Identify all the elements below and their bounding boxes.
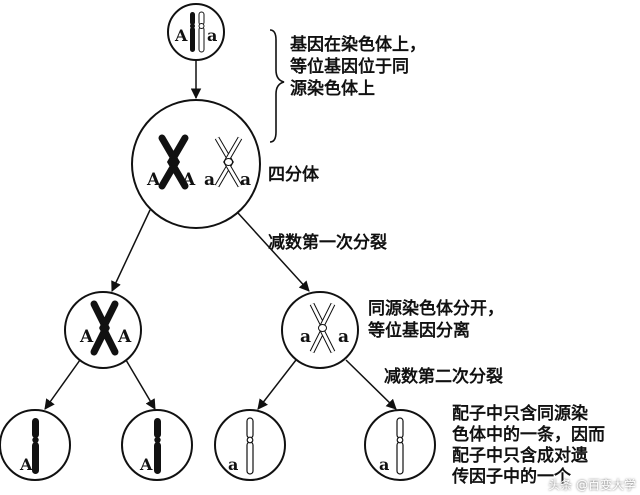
parent-chromosome-pair (190, 11, 205, 53)
allele-gamete-1: A (19, 455, 33, 474)
daughter-cell-right (281, 291, 359, 369)
allele-parent-recessive: a (207, 26, 217, 45)
chromosome-recessive (198, 11, 205, 53)
allele-tetrad-dominant-1: A (146, 170, 161, 190)
allele-left-2: A (117, 327, 132, 347)
allele-tetrad-dominant-2: A (181, 170, 196, 190)
daughter-right-chromosome (309, 302, 336, 354)
arrow-tetrad-to-left (111, 209, 151, 292)
allele-gamete-4: a (379, 455, 389, 474)
allele-gamete-2: A (139, 455, 153, 474)
tetrad-chromosome-dominant (158, 134, 189, 190)
tetrad-chromosome-recessive (214, 136, 243, 188)
arrow-left-to-gamete1 (44, 359, 81, 410)
gamete-1-chromosome (32, 418, 39, 474)
allele-right-2: a (338, 327, 349, 347)
allele-right-1: a (300, 327, 311, 347)
chromosome-dominant (190, 12, 195, 52)
allele-parent-dominant: A (174, 26, 188, 45)
gamete-cell-3 (214, 409, 286, 481)
label-meiosis-1: 减数第一次分裂 (268, 233, 387, 253)
daughter-cell-left (64, 291, 142, 369)
label-gene-on-chromosome: 基因在染色体上， 等位基因位于同 源染色体上 (290, 35, 426, 99)
arrow-right-to-gamete4 (345, 359, 397, 410)
daughter-left-chromosome (90, 300, 119, 356)
label-meiosis-2: 减数第二次分裂 (384, 367, 503, 387)
gamete-cell-1 (0, 409, 71, 481)
allele-tetrad-recessive-1: a (204, 170, 215, 190)
label-homologs-separate: 同源染色体分开， 等位基因分离 (368, 299, 504, 341)
gamete-cell-4 (364, 409, 436, 481)
allele-tetrad-recessive-2: a (240, 170, 251, 190)
arrow-tetrad-to-right (237, 212, 310, 292)
gamete-4-chromosome (396, 417, 404, 475)
watermark: 头条 @百变大学 (548, 478, 636, 492)
label-gamete-note: 配子中只含同源染 色体中的一条，因而 配子中只含成对遗 传因子中的一个 (452, 404, 605, 487)
allele-gamete-3: a (228, 455, 238, 474)
gamete-2-chromosome (154, 418, 161, 474)
arrow-right-to-gamete3 (257, 359, 297, 410)
brace (269, 29, 285, 143)
gamete-cell-2 (121, 409, 193, 481)
label-tetrad: 四分体 (268, 165, 319, 185)
tetrad-cell (131, 99, 261, 229)
gamete-3-chromosome (246, 417, 254, 475)
allele-left-1: A (79, 327, 94, 347)
arrow-left-to-gamete2 (125, 359, 156, 410)
